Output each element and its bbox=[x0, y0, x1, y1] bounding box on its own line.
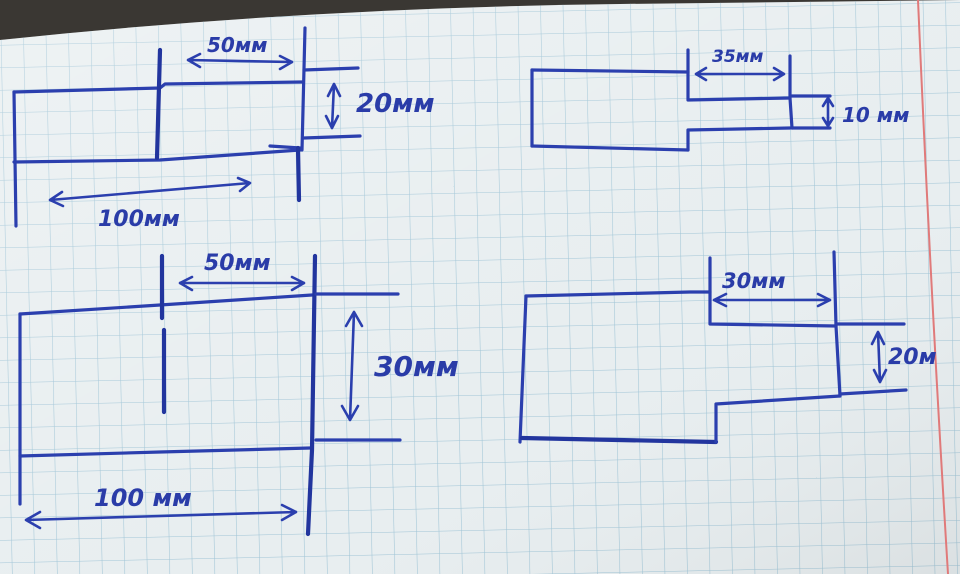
step-bottom bbox=[686, 126, 792, 152]
sketch-bottom-right: 30мм 20м bbox=[518, 250, 937, 445]
bottom-tick bbox=[268, 144, 302, 150]
bottom-edge bbox=[530, 144, 690, 152]
sketch-bottom-left: 50мм 30мм 100 мм bbox=[18, 251, 459, 537]
step-top bbox=[686, 48, 792, 102]
left-edge bbox=[12, 90, 18, 228]
right-extension bbox=[295, 145, 302, 203]
dim-arrow-height bbox=[870, 330, 888, 384]
label-height: 20м bbox=[888, 345, 937, 370]
label-height: 10 мм bbox=[842, 103, 910, 127]
dim-arrow-length bbox=[24, 503, 298, 530]
label-width: 35мм bbox=[712, 47, 764, 67]
label-width: 50мм bbox=[204, 251, 271, 276]
top-edge bbox=[530, 68, 690, 74]
ext-lines bbox=[834, 322, 908, 396]
top-edge bbox=[12, 80, 304, 94]
right-edge bbox=[300, 26, 307, 152]
label-width: 30мм bbox=[722, 269, 786, 293]
dim-arrow-height bbox=[340, 310, 364, 422]
dim-arrow-width bbox=[186, 52, 294, 71]
sketch-top-right: 35мм 10 мм bbox=[530, 47, 910, 152]
step-top bbox=[708, 256, 838, 328]
right-end bbox=[788, 96, 794, 130]
top-edge bbox=[524, 290, 712, 298]
ext-lines bbox=[790, 94, 832, 130]
bottom-edge bbox=[18, 446, 312, 458]
margin-line bbox=[917, 0, 949, 574]
step-bottom bbox=[714, 394, 842, 444]
dim-arrow-width bbox=[712, 292, 832, 308]
label-width: 50мм bbox=[207, 33, 268, 57]
sketch-top-left: 50мм 20мм 100мм bbox=[12, 26, 435, 232]
ext-line-top bbox=[302, 66, 360, 72]
label-height: 20мм bbox=[356, 89, 435, 119]
dim-arrow-length bbox=[48, 176, 252, 208]
dim-arrow-width bbox=[694, 66, 786, 82]
right-edge bbox=[305, 253, 318, 537]
step-line bbox=[159, 253, 167, 415]
ext-line-bottom bbox=[302, 134, 362, 140]
dim-arrow-height bbox=[821, 96, 835, 128]
bottom-edge bbox=[12, 148, 302, 164]
dim-arrow-height bbox=[324, 82, 342, 130]
label-height: 30мм bbox=[374, 350, 459, 383]
dim-arrow-width bbox=[178, 275, 306, 292]
label-length: 100 мм bbox=[94, 484, 192, 512]
left-edge bbox=[518, 294, 528, 444]
bottom-edge bbox=[519, 435, 719, 445]
right-edge bbox=[832, 250, 842, 398]
label-length: 100мм bbox=[98, 207, 180, 232]
step-line bbox=[154, 47, 163, 161]
